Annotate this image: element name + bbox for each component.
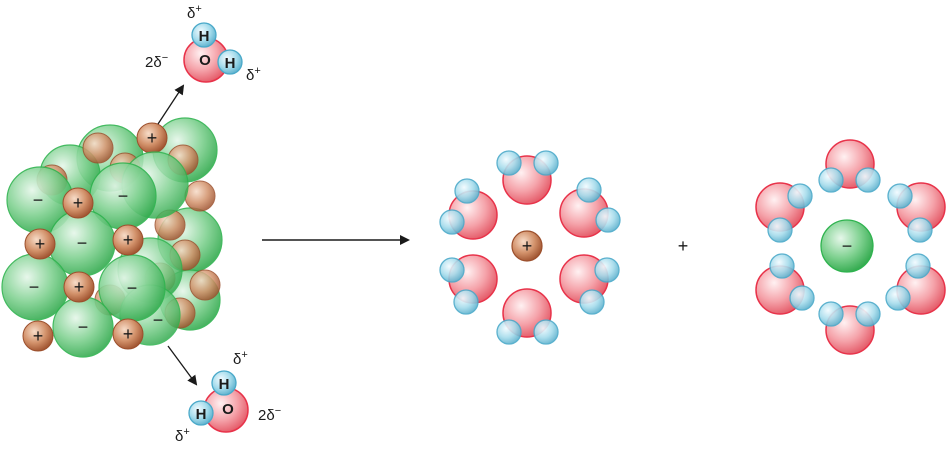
hydrogen-atom bbox=[576, 177, 602, 203]
hydrogen-atom bbox=[217, 49, 243, 75]
plus-sign: + bbox=[678, 236, 689, 256]
anion-sign: − bbox=[77, 233, 88, 253]
cation-sphere bbox=[112, 224, 144, 256]
cation-sphere bbox=[511, 230, 543, 262]
cation-sphere bbox=[24, 228, 56, 260]
arrow-to-bottom-water bbox=[167, 345, 198, 386]
hydrogen-atom bbox=[907, 217, 933, 243]
cation-sphere bbox=[82, 132, 114, 164]
cation-sphere bbox=[62, 187, 94, 219]
hydrogen-atom bbox=[789, 285, 815, 311]
anion-sign: − bbox=[33, 190, 44, 210]
cation-sign: + bbox=[123, 230, 134, 250]
anion-sign: − bbox=[127, 278, 138, 298]
hydrogen-atom bbox=[439, 257, 465, 283]
hydrogen-atom bbox=[887, 183, 913, 209]
hydrogen-atom bbox=[769, 253, 795, 279]
cation-sign: + bbox=[35, 234, 46, 254]
hydrogen-atom bbox=[454, 178, 480, 204]
ionic-crystal: + + + + + + + − − − − − − − bbox=[1, 117, 223, 358]
water-molecule-top: H O H δ+ 2δ− δ+ bbox=[145, 3, 261, 84]
hydrogen-atom bbox=[885, 285, 911, 311]
cation-sphere bbox=[112, 318, 144, 350]
hydrogen-atom bbox=[579, 289, 605, 315]
hydrogen-atom bbox=[533, 319, 559, 345]
anion-sign: − bbox=[842, 236, 853, 256]
hydrogen-symbol: H bbox=[196, 406, 207, 423]
hydrated-cation: + bbox=[439, 150, 621, 345]
hydrogen-atom bbox=[453, 289, 479, 315]
hydrogen-atom bbox=[594, 257, 620, 283]
hydrogen-atom bbox=[595, 207, 621, 233]
hydrogen-atom bbox=[496, 319, 522, 345]
hydrogen-atom bbox=[191, 22, 217, 48]
partial-charge-label: δ+ bbox=[187, 3, 202, 22]
hydrogen-symbol: H bbox=[199, 28, 210, 45]
hydrogen-atom bbox=[188, 400, 214, 426]
anion-sign: − bbox=[78, 317, 89, 337]
cation-sphere bbox=[22, 320, 54, 352]
hydrogen-atom bbox=[533, 150, 559, 176]
cation-sphere bbox=[189, 269, 221, 301]
partial-charge-label: 2δ− bbox=[258, 405, 281, 424]
cation-sign: + bbox=[73, 193, 84, 213]
anion-sign: − bbox=[118, 186, 129, 206]
hydrogen-atom bbox=[439, 209, 465, 235]
anion-sign: − bbox=[153, 310, 164, 330]
hydrogen-symbol: H bbox=[225, 55, 236, 72]
cation-sign: + bbox=[147, 128, 158, 148]
water-molecule-bottom: H H O δ+ δ+ 2δ− bbox=[175, 349, 281, 445]
hydrogen-symbol: H bbox=[219, 376, 230, 393]
cation-sign: + bbox=[33, 326, 44, 346]
oxygen-symbol: O bbox=[222, 401, 234, 418]
hydrated-anion: − bbox=[755, 139, 946, 355]
anion-sphere bbox=[820, 219, 874, 273]
cation-sign: + bbox=[123, 324, 134, 344]
hydrogen-atom bbox=[787, 183, 813, 209]
oxygen-symbol: O bbox=[199, 52, 211, 69]
cation-sphere bbox=[184, 180, 216, 212]
hydrogen-atom bbox=[905, 253, 931, 279]
cation-sign: + bbox=[74, 277, 85, 297]
anion-sign: − bbox=[29, 277, 40, 297]
partial-charge-label: δ+ bbox=[246, 65, 261, 84]
hydrogen-atom bbox=[496, 150, 522, 176]
hydrogen-atom bbox=[211, 370, 237, 396]
hydrogen-atom bbox=[855, 301, 881, 327]
arrow-to-top-water bbox=[157, 84, 185, 125]
cation-sign: + bbox=[522, 236, 533, 256]
hydrogen-atom bbox=[767, 217, 793, 243]
hydrogen-atom bbox=[855, 167, 881, 193]
hydrogen-atom bbox=[818, 301, 844, 327]
partial-charge-label: 2δ− bbox=[145, 52, 168, 71]
partial-charge-label: δ+ bbox=[233, 349, 248, 368]
hydrogen-atom bbox=[818, 167, 844, 193]
cation-sphere bbox=[63, 271, 95, 303]
partial-charge-label: δ+ bbox=[175, 426, 190, 445]
